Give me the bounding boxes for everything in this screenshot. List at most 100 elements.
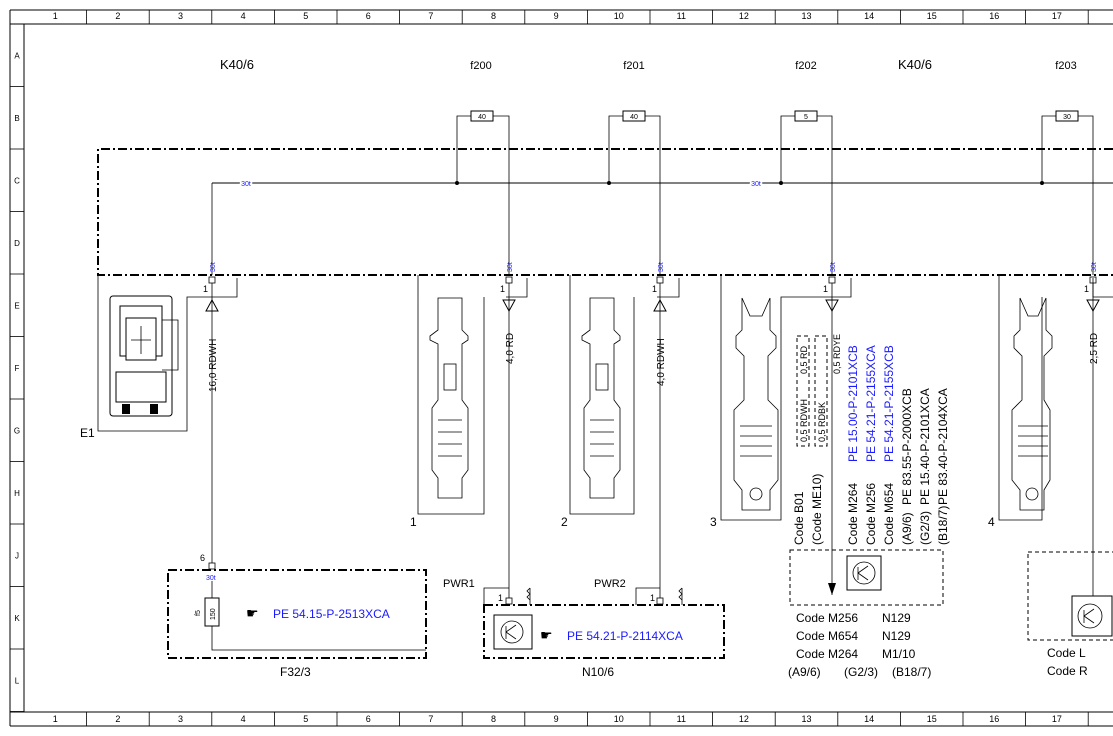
wire-label-0-5-rdye: 0,5 RDYE xyxy=(832,334,842,374)
fuse-box-k40-outline xyxy=(97,148,1113,276)
pin-label-30t: 30t xyxy=(658,262,665,272)
code-r: Code R xyxy=(1047,664,1088,678)
column-label: 7 xyxy=(428,11,433,21)
row-label: E xyxy=(14,301,19,310)
code-g2-3: (G2/3) xyxy=(918,511,932,545)
column-label: 7 xyxy=(428,714,433,724)
ref-link-f32[interactable]: PE 54.15-P-2513XCA xyxy=(273,607,390,621)
pin-number-1: 1 xyxy=(500,284,505,294)
reference-block-vertical: Code B01 (Code ME10) Code M264 Code M256… xyxy=(792,345,950,545)
splice-wires: 0,5 RDWH 0,5 RD 0,5 RDBK 0,5 RDYE xyxy=(796,334,842,447)
connector-4: 4 xyxy=(988,275,1113,529)
label-pwr1: PWR1 xyxy=(443,578,475,590)
connector-1: 1 xyxy=(410,275,528,529)
pin-number-1: 1 xyxy=(652,284,657,294)
row-label: D xyxy=(14,239,20,248)
column-label: 8 xyxy=(491,11,496,21)
connector-e1: E1 xyxy=(80,275,238,440)
column-label: 13 xyxy=(801,714,811,724)
row-label: K xyxy=(14,614,20,623)
code-table: Code M256 N129 Code M654 N129 Code M264 … xyxy=(788,611,931,679)
wire-label-4-0-rd: 4,0 RD xyxy=(505,333,516,364)
column-label: 12 xyxy=(739,11,749,21)
column-label: 3 xyxy=(178,714,183,724)
wire-label-16-0-rdwh: 16,0 RDWH xyxy=(208,339,219,392)
wire-arrow-down xyxy=(828,583,836,595)
row-label: C xyxy=(14,176,20,185)
bus-label-30t: 30t xyxy=(751,181,761,188)
column-label: 2 xyxy=(115,11,120,21)
ref-text-6: PE 83.40-P-2104XCA xyxy=(936,388,950,505)
fuse-f202: 5 xyxy=(779,110,833,275)
column-label: 10 xyxy=(614,11,624,21)
column-label: 17 xyxy=(1052,11,1062,21)
ref-link-n10[interactable]: PE 54.21-P-2114XCA xyxy=(567,629,683,643)
code-a9-6: (A9/6) xyxy=(900,512,914,545)
connector-3: 3 xyxy=(710,275,852,529)
column-label: 6 xyxy=(366,11,371,21)
row-label: L xyxy=(15,676,20,685)
column-label: 11 xyxy=(677,11,686,21)
pin-number-1: 1 xyxy=(823,284,828,294)
column-label: 3 xyxy=(178,11,183,21)
pin-number-1: 1 xyxy=(498,593,503,603)
pin-number-1: 1 xyxy=(650,593,655,603)
column-label: 6 xyxy=(366,714,371,724)
column-label: 1 xyxy=(53,714,58,724)
wire-label-2-5-rd: 2,5 RD xyxy=(1089,333,1100,364)
header-k40-left: K40/6 xyxy=(220,57,254,72)
row-label: B xyxy=(14,114,19,123)
pin-number-1: 1 xyxy=(203,284,208,294)
code-l: Code L xyxy=(1047,646,1086,660)
ref-text-5: PE 15.40-P-2101XCA xyxy=(918,388,932,505)
table-cell: Code M654 xyxy=(796,629,858,643)
component-n10-6: PWR1 PWR2 1 1 ☛ PE 54.21-P-2114XCA N10/6 xyxy=(443,578,725,679)
wire-label-0-5-rdbk: 0,5 RDBK xyxy=(817,402,827,442)
header-f200: f200 xyxy=(470,60,491,72)
ref-link-3[interactable]: PE 54.21-P-2155XCB xyxy=(882,345,896,462)
code-b18-7: (B18/7) xyxy=(936,506,950,545)
table-cell: Code M256 xyxy=(796,611,858,625)
component-n129 xyxy=(789,549,944,606)
table-cell: M1/10 xyxy=(882,647,916,661)
column-label: 14 xyxy=(864,714,874,724)
hand-pointer-icon: ☛ xyxy=(246,605,259,621)
header-f202: f202 xyxy=(795,60,816,72)
pin-labels-30t: 30t 30t 30t 30t 30t xyxy=(210,262,1098,272)
fuse-label-f5: f5 xyxy=(195,610,202,616)
row-label: J xyxy=(15,551,19,560)
fuse-f200: 40 xyxy=(455,110,510,275)
ref-text-4: PE 83.55-P-2000XCB xyxy=(900,388,914,505)
pin-label-30t: 30t xyxy=(210,262,217,272)
header-f201: f201 xyxy=(623,60,644,72)
ref-link-1[interactable]: PE 15.00-P-2101XCB xyxy=(846,345,860,462)
fuse-f203: 30 xyxy=(1040,110,1094,275)
fuse-value-f203: 30 xyxy=(1063,114,1071,121)
wire-label-0-5-rdwh: 0,5 RDWH xyxy=(799,399,809,442)
ref-link-2[interactable]: PE 54.21-P-2155XCA xyxy=(864,345,878,462)
fuse-f201: 40 xyxy=(607,110,661,275)
row-label: F xyxy=(15,364,20,373)
pin-label-30t: 30t xyxy=(507,262,514,272)
grid-frame xyxy=(9,9,1113,727)
column-label: 11 xyxy=(677,714,686,724)
code-m654-rot: Code M654 xyxy=(882,483,896,545)
fuse-value-f201: 40 xyxy=(630,114,638,121)
pin-label-30t: 30t xyxy=(1091,262,1098,272)
row-label: H xyxy=(14,489,20,498)
item-4-label: 4 xyxy=(988,515,995,529)
fuse-value-150: 150 xyxy=(210,608,217,620)
code-m256-rot: Code M256 xyxy=(864,483,878,545)
column-label: 10 xyxy=(614,714,624,724)
pin-label-30t: 30t xyxy=(206,575,216,582)
table-cell: (B18/7) xyxy=(892,665,931,679)
pin-number-6: 6 xyxy=(200,553,205,563)
pin-label-30t: 30t xyxy=(830,262,837,272)
connector-2: 2 xyxy=(561,275,680,529)
table-cell: N129 xyxy=(882,629,911,643)
column-label: 12 xyxy=(739,714,749,724)
column-label: 2 xyxy=(115,714,120,724)
item-1-label: 1 xyxy=(410,515,417,529)
